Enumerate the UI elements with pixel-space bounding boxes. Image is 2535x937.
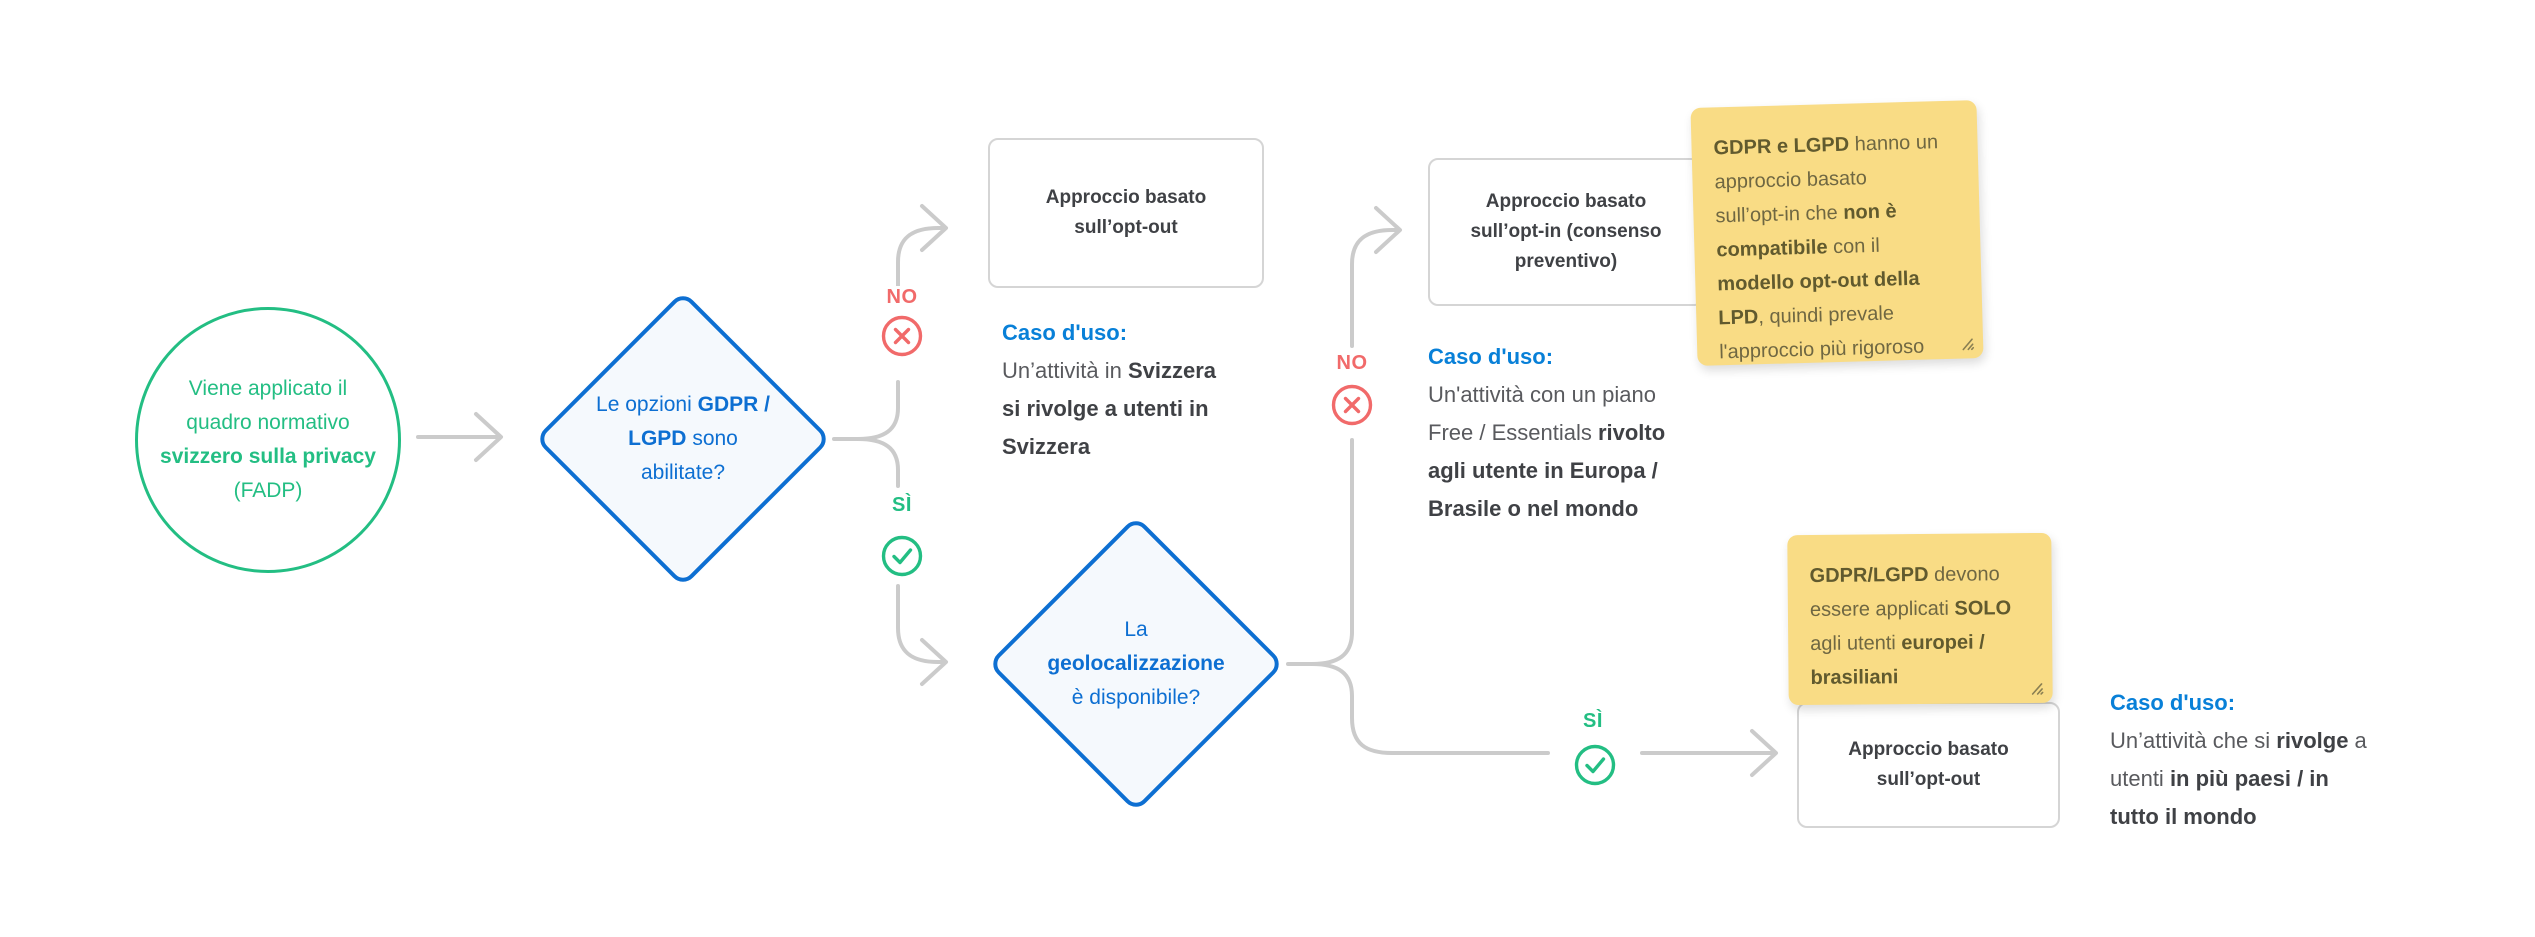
connector-decision1-yes-lower	[896, 584, 944, 664]
no-cross-icon	[1331, 384, 1373, 426]
no-cross-icon	[881, 315, 923, 357]
outcome-opt-out-box-1: Approccio basato sull’opt-out	[988, 138, 1264, 288]
connector-decision2-no-lower	[1310, 438, 1354, 666]
yes-check-icon	[881, 535, 923, 577]
arrowhead-icon	[920, 204, 948, 252]
resize-grip-icon	[1962, 338, 1975, 351]
outcome-opt-in-text: Approccio basato sull’opt-in (consenso p…	[1470, 191, 1662, 272]
start-node-fadp: Viene applicato il quadro normativo sviz…	[135, 307, 401, 573]
connector-decision1-no-upper	[896, 226, 944, 290]
arrowhead-icon	[1750, 729, 1778, 777]
use-case-3: Caso d'uso: Un’attività che si rivolge a…	[2110, 684, 2440, 836]
use-case-1: Caso d'uso: Un’attività in Svizzera si r…	[1002, 314, 1292, 466]
decision1-question: Le opzioni GDPR / LGPD sono abilitate?	[596, 393, 770, 484]
resize-grip-icon	[2031, 683, 2044, 695]
connector-decision2-yes-left	[1310, 662, 1550, 755]
yes-check-icon	[1574, 744, 1616, 786]
connector-decision1-no-lower	[856, 380, 900, 441]
connector-decision1-yes-upper	[856, 437, 900, 488]
arrowhead-icon	[474, 412, 503, 462]
connector-decision2-no-upper	[1350, 228, 1398, 348]
branch-label-yes-1: SÌ	[888, 494, 916, 517]
outcome-opt-out-text-2: Approccio basato sull’opt-out	[1848, 739, 2009, 790]
branch-label-yes-2: SÌ	[1579, 710, 1607, 733]
arrowhead-icon	[920, 638, 948, 686]
use-case-label: Caso d'uso:	[1428, 344, 1554, 369]
sticky-note-text: GDPR e LGPD hanno un approccio basato su…	[1713, 131, 1939, 364]
use-case-text: Un’attività in Svizzera si rivolge a ute…	[1002, 358, 1217, 459]
sticky-note-lpd-precedence: GDPR e LGPD hanno un approccio basato su…	[1690, 100, 1984, 366]
sticky-note-gdpr-scope: GDPR/LGPD devono essere applicati SOLO a…	[1787, 532, 2053, 706]
branch-label-no-2: NO	[1332, 352, 1372, 375]
use-case-text: Un'attività con un piano Free / Essentia…	[1428, 382, 1666, 521]
use-case-label: Caso d'uso:	[2110, 690, 2236, 715]
use-case-2: Caso d'uso: Un'attività con un piano Fre…	[1428, 338, 1738, 528]
outcome-opt-in-box: Approccio basato sull’opt-in (consenso p…	[1428, 158, 1704, 306]
use-case-text: Un’attività che si rivolge a utenti in p…	[2110, 728, 2367, 829]
use-case-label: Caso d'uso:	[1002, 320, 1128, 345]
arrowhead-icon	[1374, 206, 1402, 254]
branch-label-no-1: NO	[882, 286, 922, 309]
outcome-opt-out-text-1: Approccio basato sull’opt-out	[1045, 187, 1207, 238]
start-node-text: Viene applicato il quadro normativo sviz…	[160, 377, 376, 502]
sticky-note-text: GDPR/LGPD devono essere applicati SOLO a…	[1809, 563, 2012, 689]
decision2-question: La geolocalizzazione è disponibile?	[1047, 618, 1225, 709]
outcome-opt-out-box-2: Approccio basato sull’opt-out	[1797, 702, 2060, 828]
